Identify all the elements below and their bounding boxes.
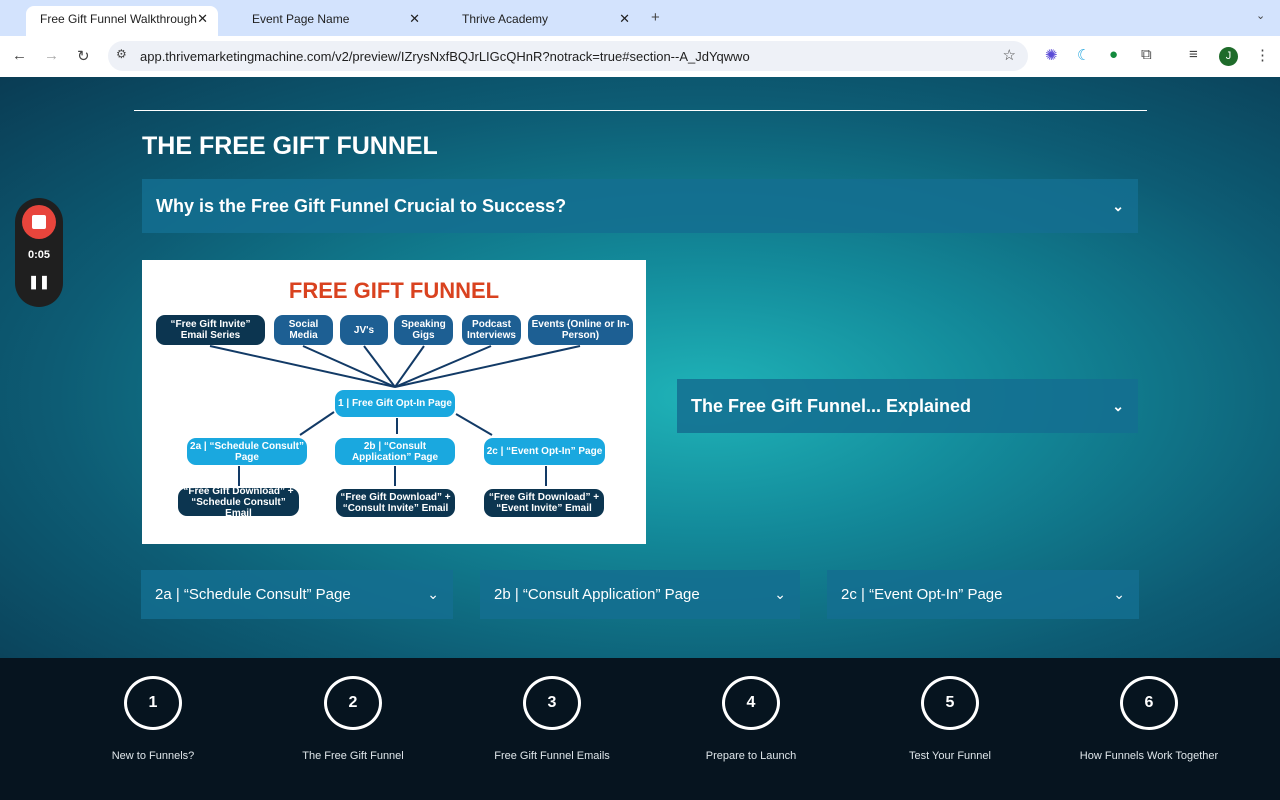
free-gift-funnel-diagram: FREE GIFT FUNNEL “Free Gift Invite” Emai… (142, 260, 646, 544)
extension-icon[interactable]: ✺ (1045, 47, 1058, 64)
diagram-source: Events (Online or In-Person) (528, 315, 633, 345)
tab-event-page[interactable]: Event Page Name✕ (252, 11, 420, 26)
diagram-email: “Free Gift Download” + “Event Invite” Em… (484, 489, 604, 517)
menu-icon[interactable]: ⋮ (1255, 47, 1270, 64)
address-bar[interactable]: ⚙ app.thrivemarketingmachine.com/v2/prev… (108, 41, 1028, 71)
diagram-source: Speaking Gigs (394, 315, 453, 345)
extension-icon[interactable]: ☾ (1077, 47, 1091, 64)
diagram-page: 2a | “Schedule Consult” Page (187, 438, 307, 465)
diagram-source: JV's (340, 315, 388, 345)
chevron-down-icon: ⌄ (1112, 197, 1124, 214)
page-title: THE FREE GIFT FUNNEL (142, 132, 438, 160)
back-icon[interactable]: ← (12, 47, 27, 64)
diagram-arrows (209, 345, 581, 486)
chevron-down-icon: ⌄ (427, 586, 439, 602)
diagram-page: 2c | “Event Opt-In” Page (484, 438, 605, 465)
new-tab-icon[interactable]: + (651, 9, 660, 26)
media-icon[interactable]: ≡ (1189, 46, 1198, 63)
chevron-down-icon: ⌄ (774, 586, 786, 602)
star-icon[interactable]: ☆ (1002, 47, 1016, 64)
tab-bar: Free Gift Funnel Walkthrough✕ Event Page… (0, 0, 1280, 36)
pause-button[interactable]: ❚❚ (28, 274, 50, 289)
page-content: THE FREE GIFT FUNNEL Why is the Free Gif… (0, 77, 1280, 658)
diagram-page: 2b | “Consult Application” Page (335, 438, 455, 465)
puzzle-icon[interactable]: ⧉ (1141, 46, 1152, 63)
diagram-source: “Free Gift Invite” Email Series (156, 315, 265, 345)
diagram-email: “Free Gift Download” + “Schedule Consult… (178, 486, 299, 519)
chevron-down-icon[interactable]: ⌄ (1256, 10, 1266, 22)
toolbar: ← → ↻ ⚙ app.thrivemarketingmachine.com/v… (0, 36, 1280, 77)
close-icon[interactable]: ✕ (197, 11, 208, 26)
site-info-icon[interactable]: ⚙ (116, 47, 127, 61)
tab-thrive-academy[interactable]: Thrive Academy✕ (462, 11, 630, 26)
diagram-optin: 1 | Free Gift Opt-In Page (335, 390, 455, 417)
grammarly-icon[interactable]: ● (1109, 46, 1119, 63)
reload-icon[interactable]: ↻ (77, 48, 90, 65)
tab-free-gift-funnel[interactable]: Free Gift Funnel Walkthrough✕ (26, 6, 218, 36)
accordion-why[interactable]: Why is the Free Gift Funnel Crucial to S… (142, 179, 1138, 233)
diagram-email: “Free Gift Download” + “Consult Invite” … (336, 489, 455, 517)
close-icon[interactable]: ✕ (409, 11, 420, 26)
divider (134, 110, 1147, 111)
accordion-2b[interactable]: 2b | “Consult Application” Page⌄ (480, 570, 800, 619)
avatar[interactable]: J (1219, 47, 1238, 66)
stop-button[interactable] (22, 205, 56, 239)
diagram-source: Social Media (274, 315, 333, 345)
accordion-explained[interactable]: The Free Gift Funnel... Explained⌄ (677, 379, 1138, 433)
diagram-title: FREE GIFT FUNNEL (288, 278, 500, 303)
accordion-2c[interactable]: 2c | “Event Opt-In” Page⌄ (827, 570, 1139, 619)
chevron-down-icon: ⌄ (1113, 586, 1125, 602)
accordion-2a[interactable]: 2a | “Schedule Consult” Page⌄ (141, 570, 453, 619)
recording-time: 0:05 (27, 249, 51, 261)
forward-icon[interactable]: → (44, 47, 59, 64)
close-icon[interactable]: ✕ (619, 11, 630, 26)
chevron-down-icon: ⌄ (1112, 397, 1124, 414)
screen-recorder: 0:05 ❚❚ (15, 198, 63, 307)
diagram-source: Podcast Interviews (462, 315, 521, 345)
